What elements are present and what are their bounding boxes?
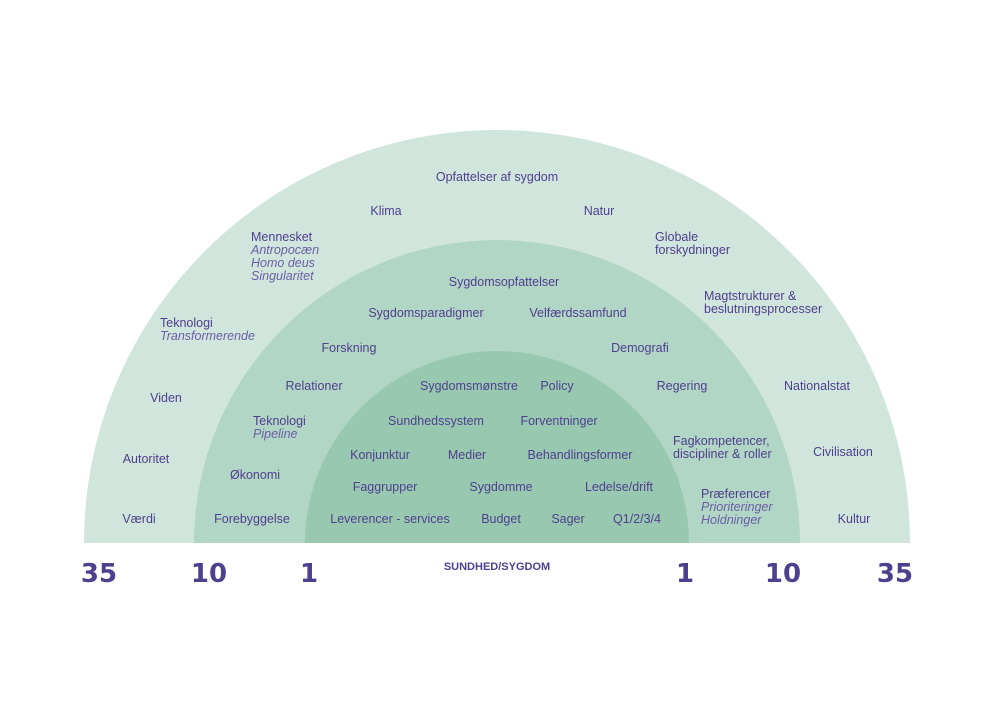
label-main: Sager: [551, 512, 584, 526]
scale-center-title: SUNDHED/SYGDOM: [444, 561, 550, 573]
label-main: Værdi: [122, 512, 155, 526]
label-main: Fagkompetencer,: [673, 434, 770, 448]
inner-ring-label-sundhedssystem: Sundhedssystem: [388, 414, 484, 428]
inner-ring-label-forventninger: Forventninger: [520, 414, 597, 428]
label-main: Opfattelser af sygdom: [436, 170, 558, 184]
label-main: Budget: [481, 512, 521, 526]
outer-ring-label-klima: Klima: [370, 204, 401, 218]
label-main: Teknologi: [160, 316, 213, 330]
label-main: Ledelse/drift: [585, 480, 654, 494]
outer-ring-label-civilisation: Civilisation: [813, 445, 873, 459]
outer-ring-label-natur: Natur: [584, 204, 615, 218]
middle-ring-label-relationer: Relationer: [286, 379, 343, 393]
inner-ring-label-sygdomsmønstre: Sygdomsmønstre: [420, 379, 518, 393]
label-main: Demografi: [611, 341, 669, 355]
scale-right-10: 10: [765, 559, 801, 589]
scale-left-1: 1: [300, 559, 318, 589]
label-main: Viden: [150, 391, 182, 405]
label-main: Sygdomsopfattelser: [449, 275, 559, 289]
outer-ring-label-magtstrukturer: Magtstrukturer &beslutningsprocesser: [704, 289, 822, 316]
outer-ring-label-viden: Viden: [150, 391, 182, 405]
inner-ring-label-policy: Policy: [540, 379, 574, 393]
label-main: Leverencer - services: [330, 512, 450, 526]
label-main: Nationalstat: [784, 379, 851, 393]
scale-right-1: 1: [676, 559, 694, 589]
label-subtitle: Holdninger: [701, 513, 762, 527]
outer-ring-label-autoritet: Autoritet: [123, 452, 170, 466]
inner-ring-label-medier: Medier: [448, 448, 486, 462]
middle-ring-label-sygdomsopfattelser: Sygdomsopfattelser: [449, 275, 559, 289]
inner-ring-label-sager: Sager: [551, 512, 584, 526]
label-main: Civilisation: [813, 445, 873, 459]
label-main: Medier: [448, 448, 486, 462]
label-subtitle: Pipeline: [253, 427, 298, 441]
outer-ring-label-værdi: Værdi: [122, 512, 155, 526]
label-main: Faggrupper: [353, 480, 418, 494]
scale-left-10: 10: [191, 559, 227, 589]
label-subtitle: Singularitet: [251, 269, 314, 283]
label-main: Regering: [657, 379, 708, 393]
middle-ring-label-økonomi: Økonomi: [230, 468, 280, 482]
outer-ring-label-kultur: Kultur: [838, 512, 871, 526]
label-subtitle: Transformerende: [160, 329, 255, 343]
inner-ring-label-konjunktur: Konjunktur: [350, 448, 410, 462]
label-main: Velfærdssamfund: [529, 306, 626, 320]
label-main: Globale: [655, 230, 698, 244]
inner-ring: [305, 351, 689, 543]
label-main: Mennesket: [251, 230, 313, 244]
label-main: Sygdomme: [469, 480, 532, 494]
label-main: Teknologi: [253, 414, 306, 428]
label-main: Behandlingsformer: [528, 448, 633, 462]
label-main: Forskning: [322, 341, 377, 355]
inner-ring-label-ledelse-drift: Ledelse/drift: [585, 480, 654, 494]
label-main: Økonomi: [230, 468, 280, 482]
label-main: Policy: [540, 379, 574, 393]
inner-ring-label-faggrupper: Faggrupper: [353, 480, 418, 494]
label-main: Forebyggelse: [214, 512, 290, 526]
middle-ring-label-demografi: Demografi: [611, 341, 669, 355]
label-main: Natur: [584, 204, 615, 218]
inner-ring-label-leverencer-services: Leverencer - services: [330, 512, 450, 526]
label-main: Magtstrukturer &: [704, 289, 797, 303]
middle-ring-label-forebyggelse: Forebyggelse: [214, 512, 290, 526]
scale-axis: 35 10 1 1 10 35 SUNDHED/SYGDOM: [81, 559, 913, 589]
label-main: Kultur: [838, 512, 871, 526]
label-main: Præferencer: [701, 487, 770, 501]
inner-ring-label-behandlingsformer: Behandlingsformer: [528, 448, 633, 462]
inner-ring-label-budget: Budget: [481, 512, 521, 526]
middle-ring-label-fagkompetencer: Fagkompetencer,discipliner & roller: [673, 434, 772, 461]
scale-right-35: 35: [877, 559, 913, 589]
label-main: Relationer: [286, 379, 343, 393]
middle-ring-label-forskning: Forskning: [322, 341, 377, 355]
inner-ring-label-sygdomme: Sygdomme: [469, 480, 532, 494]
label-main: Sygdomsmønstre: [420, 379, 518, 393]
middle-ring-label-velfærdssamfund: Velfærdssamfund: [529, 306, 626, 320]
outer-ring-label-nationalstat: Nationalstat: [784, 379, 851, 393]
label-line: beslutningsprocesser: [704, 302, 822, 316]
label-main: Q1/2/3/4: [613, 512, 661, 526]
label-main: Sygdomsparadigmer: [368, 306, 483, 320]
label-main: Forventninger: [520, 414, 597, 428]
middle-ring-label-regering: Regering: [657, 379, 708, 393]
label-main: Autoritet: [123, 452, 170, 466]
label-line: discipliner & roller: [673, 447, 772, 461]
scale-left-35: 35: [81, 559, 117, 589]
middle-ring-label-sygdomsparadigmer: Sygdomsparadigmer: [368, 306, 483, 320]
inner-ring-label-q1-2-3-4: Q1/2/3/4: [613, 512, 661, 526]
label-subtitle: Prioriteringer: [701, 500, 773, 514]
label-subtitle: Antropocæn: [250, 243, 319, 257]
label-main: Klima: [370, 204, 401, 218]
label-subtitle: Homo deus: [251, 256, 315, 270]
label-main: Konjunktur: [350, 448, 410, 462]
outer-ring-label-opfattelser-af-sygdom: Opfattelser af sygdom: [436, 170, 558, 184]
label-main: Sundhedssystem: [388, 414, 484, 428]
label-line: forskydninger: [655, 243, 730, 257]
